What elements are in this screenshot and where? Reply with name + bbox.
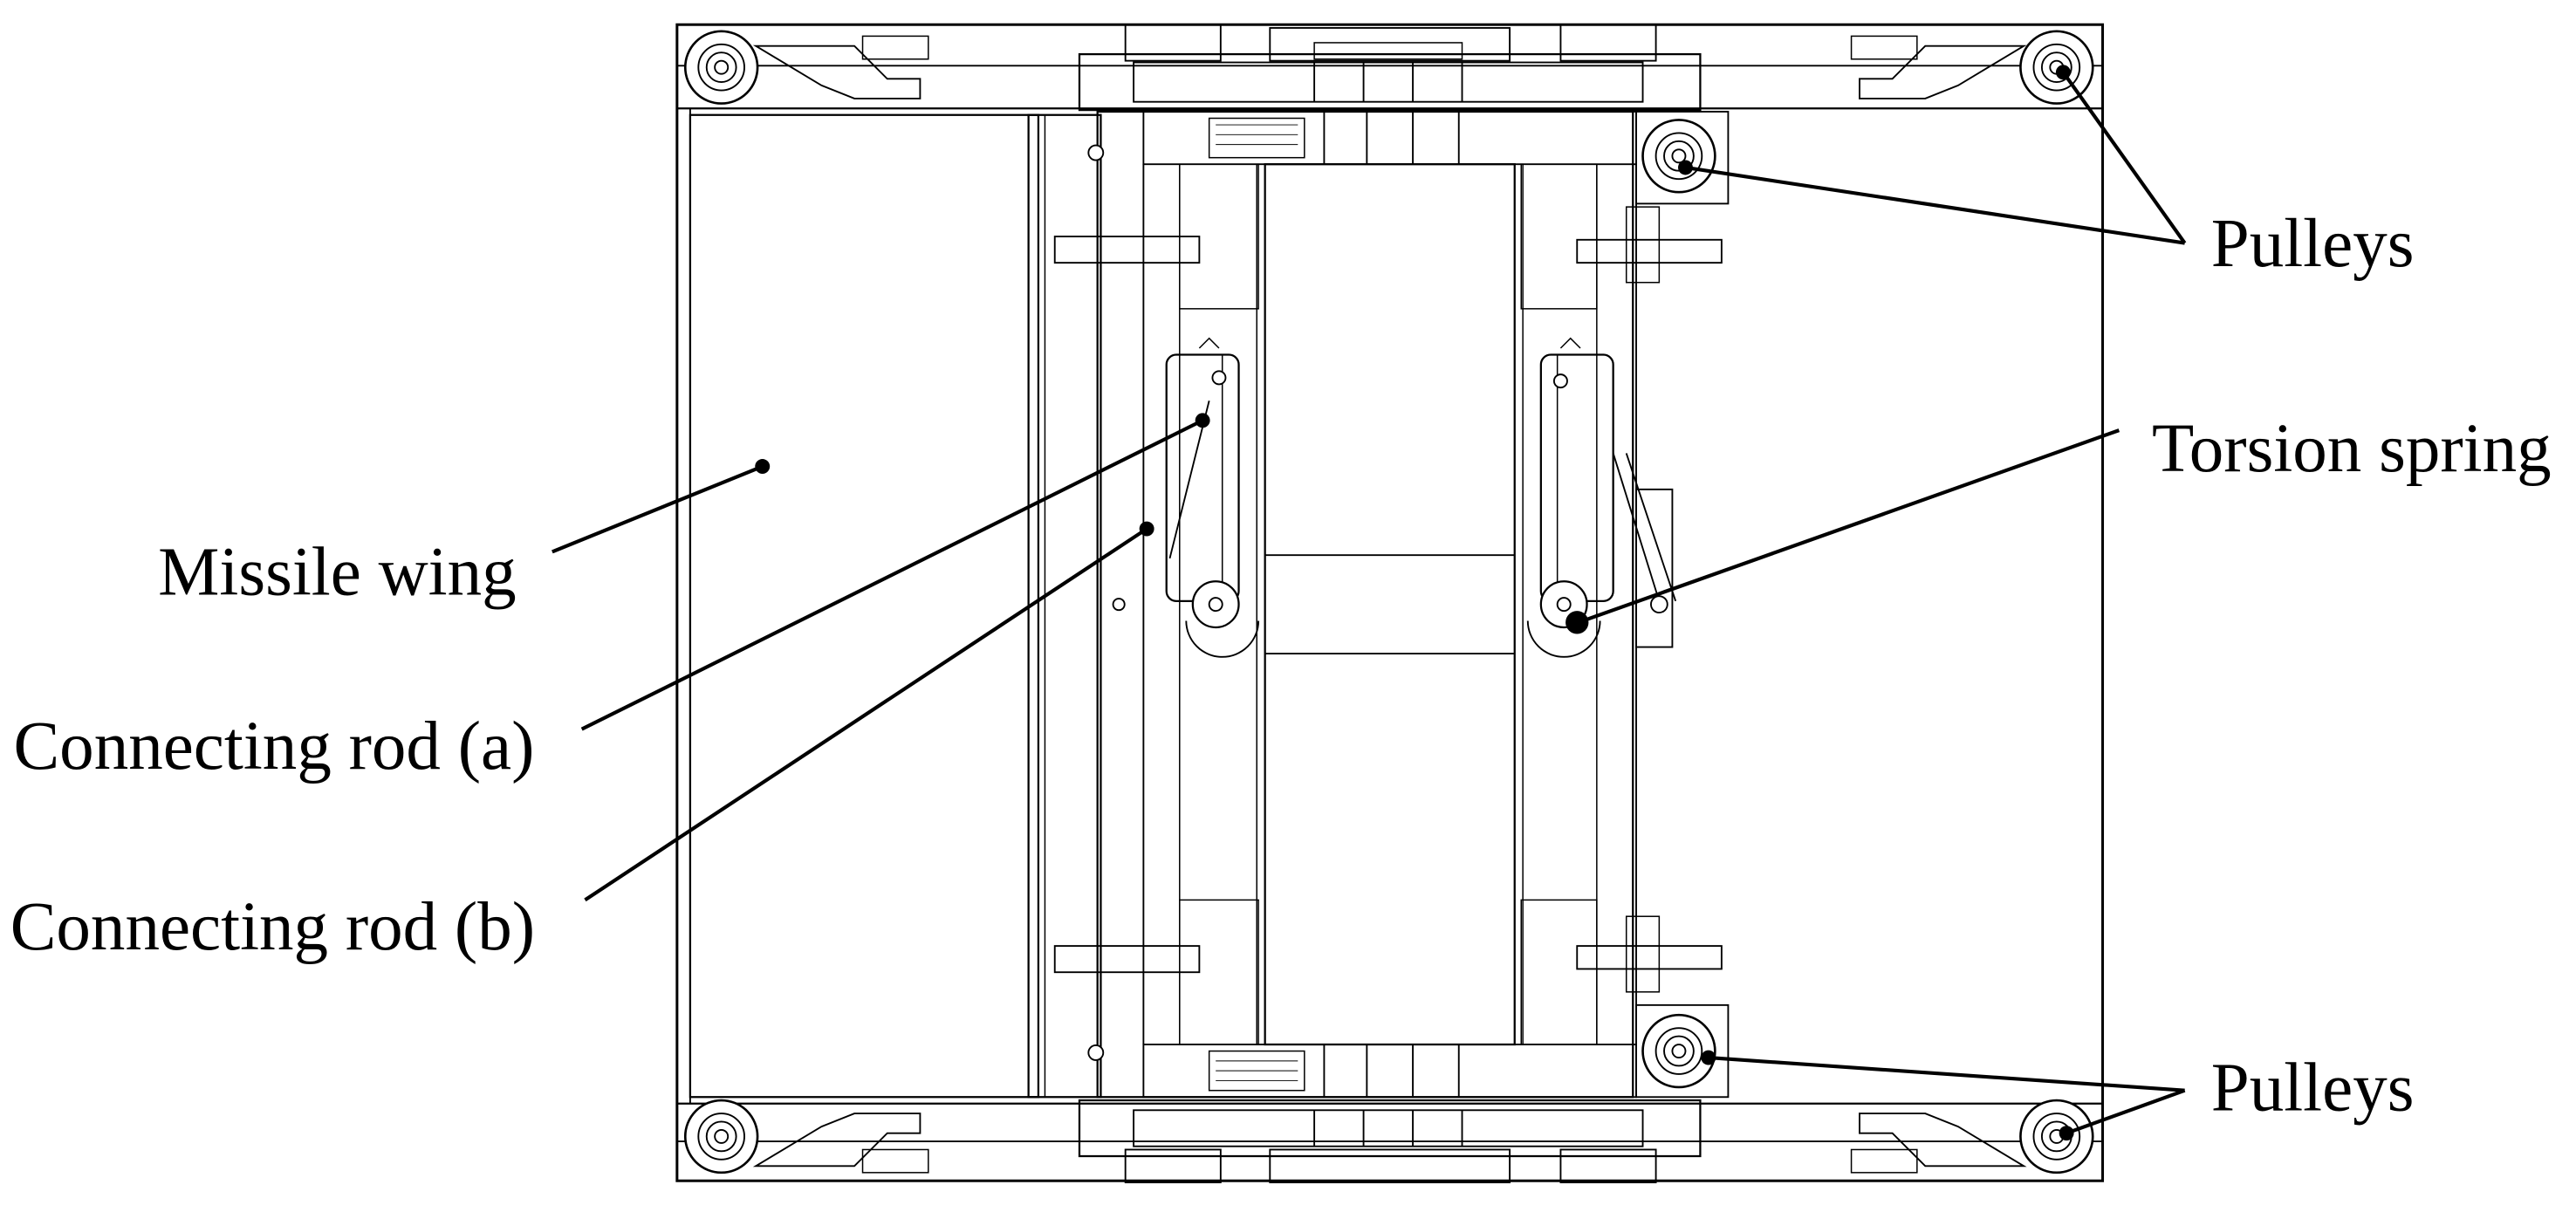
pulley-icon-top-right <box>2019 30 2094 105</box>
label-missile-wing: Missile wing <box>158 534 517 610</box>
label-pulleys-top: Pulleys <box>2211 206 2415 282</box>
pulley-icon-top-left <box>683 30 759 105</box>
connecting-rods-left <box>1165 337 1260 658</box>
label-connecting-rod-a: Connecting rod (a) <box>13 709 534 784</box>
pulley-icon-bottom-left <box>683 1099 759 1174</box>
label-pulleys-bottom: Pulleys <box>2211 1050 2415 1126</box>
central-mechanism <box>1053 110 1723 1099</box>
label-torsion-spring: Torsion spring <box>2152 411 2552 487</box>
leader-lines <box>552 71 2187 1135</box>
missile-wing-panel <box>689 113 1102 1099</box>
pulley-icon-bottom-right <box>2019 1099 2094 1174</box>
pulley-icon-inner-top <box>1635 111 1730 205</box>
leader-dots <box>755 65 2074 1141</box>
corner-brackets <box>752 35 2027 1174</box>
pulley-icon-inner-bottom <box>1635 1003 1730 1099</box>
bottom-center-block <box>1078 1099 1702 1184</box>
top-center-block <box>1078 24 1702 112</box>
connecting-rods-right <box>1526 337 1677 658</box>
label-connecting-rod-b: Connecting rod (b) <box>10 889 535 965</box>
